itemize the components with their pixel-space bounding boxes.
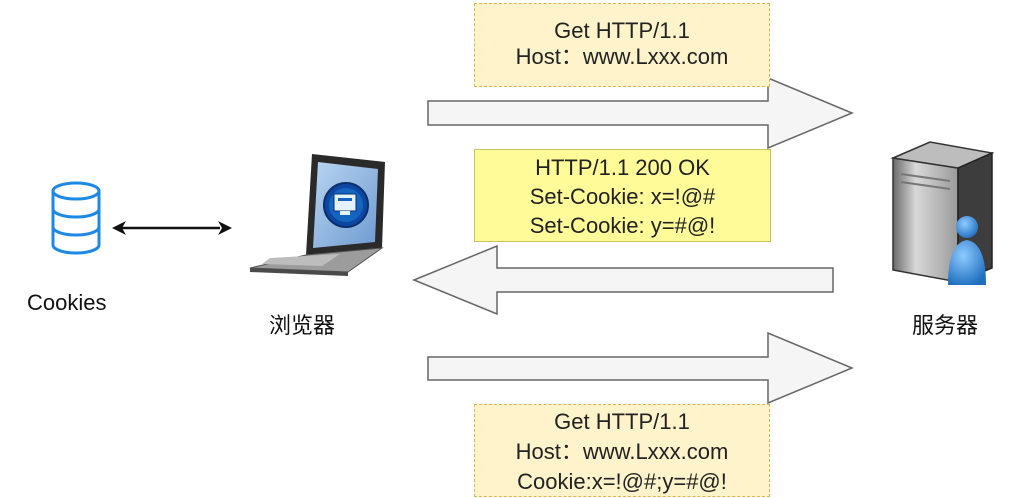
response-set-cookie-y: Set-Cookie: y=#@!	[529, 213, 716, 238]
browser-label: 浏览器	[269, 314, 336, 339]
request-arrow-2	[427, 331, 854, 405]
database-icon	[51, 181, 101, 255]
response-note: HTTP/1.1 200 OK Set-Cookie: x=!@# Set-Co…	[474, 149, 771, 242]
request-2-host: Host：www.Lxxx.com	[515, 439, 729, 464]
server-label: 服务器	[912, 314, 979, 339]
request-arrow-1	[427, 76, 854, 150]
request-2-note: Get HTTP/1.1 Host：www.Lxxx.com Cookie:x=…	[474, 404, 770, 497]
cookie-sync-arrow	[112, 221, 232, 235]
request-2-cookie: Cookie:x=!@#;y=#@!	[517, 469, 727, 494]
request-2-method: Get HTTP/1.1	[554, 409, 690, 434]
laptop-icon	[249, 154, 385, 276]
cookies-label: Cookies	[27, 290, 107, 315]
response-status: HTTP/1.1 200 OK	[535, 155, 710, 180]
response-set-cookie-x: Set-Cookie: x=!@#	[529, 184, 716, 209]
response-arrow	[412, 244, 834, 316]
request-1-host: Host：www.Lxxx.com	[515, 44, 729, 69]
server-icon	[890, 141, 995, 285]
request-1-note: Get HTTP/1.1 Host：www.Lxxx.com	[474, 3, 770, 87]
request-1-method: Get HTTP/1.1	[554, 18, 690, 43]
